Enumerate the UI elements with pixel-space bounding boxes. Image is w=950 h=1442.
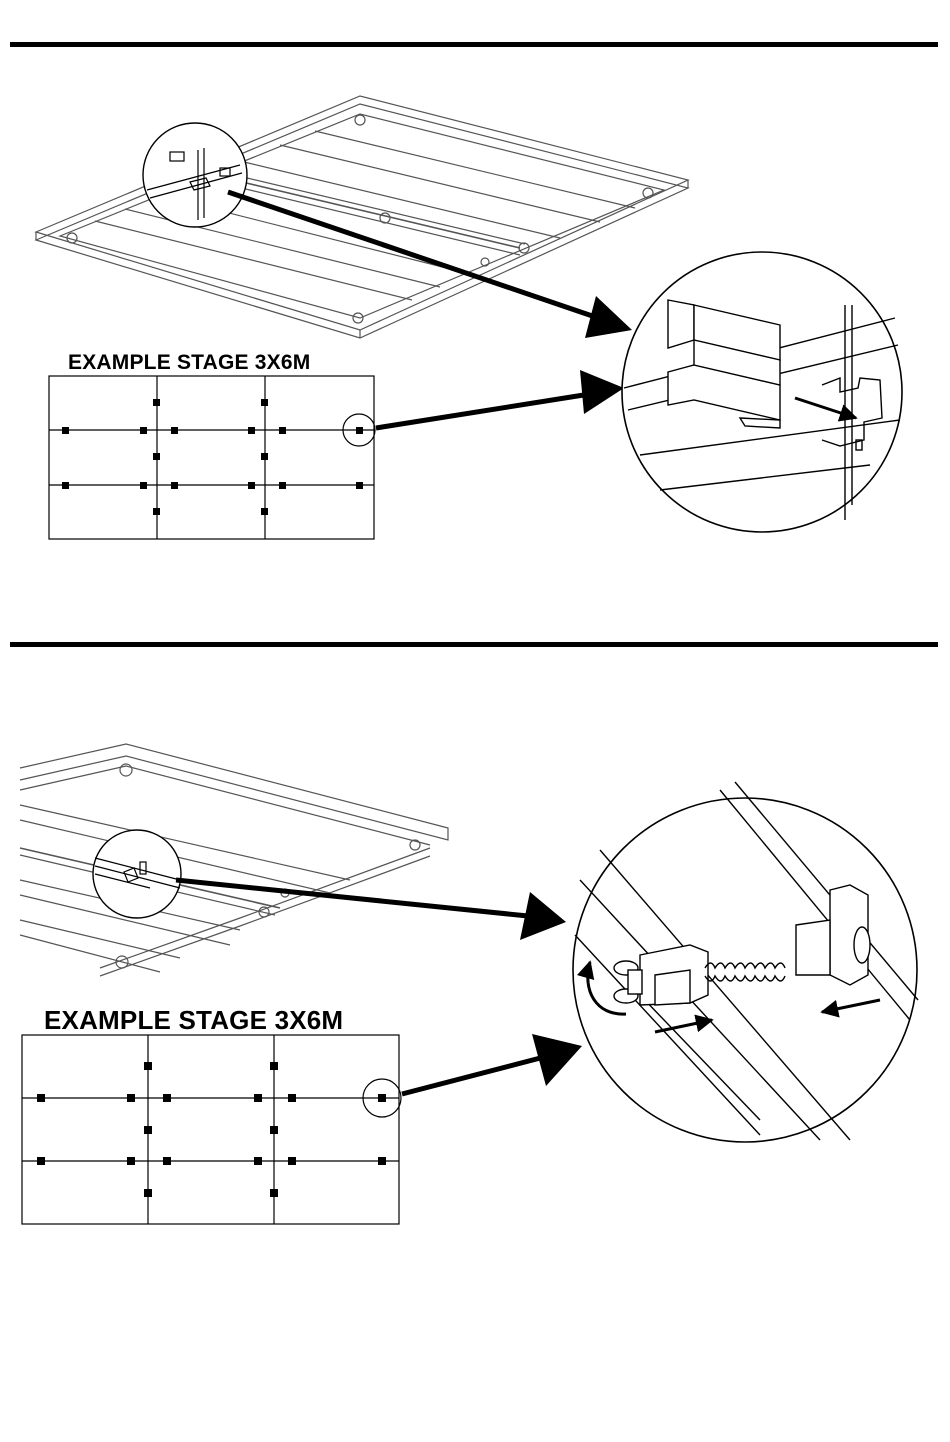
stage-layout-grid-2	[22, 1035, 401, 1224]
layout-title-step-1: EXAMPLE STAGE 3X6M	[68, 351, 310, 375]
connector-markers-1	[62, 399, 363, 515]
detail-circle-2	[573, 782, 918, 1142]
magnifier-circle-small-1	[143, 123, 247, 227]
layout-title-step-2: EXAMPLE STAGE 3X6M	[44, 1005, 343, 1036]
stage-layout-grid-1	[49, 376, 375, 539]
detail-circle-1	[622, 252, 902, 532]
leader-arrowhead-2	[520, 892, 566, 940]
stage-platform-drawing-1	[36, 96, 688, 338]
stage-platform-drawing-2	[20, 744, 448, 976]
leader-arrowhead-1b	[580, 370, 624, 414]
leader-arrowhead-1	[585, 296, 632, 338]
leader-arrowhead-2b	[532, 1034, 582, 1086]
connector-markers-2	[37, 1062, 386, 1197]
magnifier-circle-small-2	[93, 830, 181, 918]
